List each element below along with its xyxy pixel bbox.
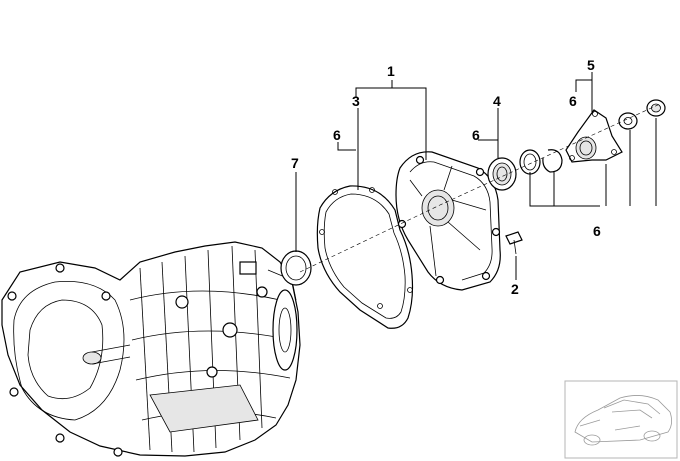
part-4-shaft-seal xyxy=(487,157,517,191)
callout-6-flange: 6 xyxy=(569,93,577,109)
part-3-gasket xyxy=(316,185,414,329)
leader-lines xyxy=(295,72,657,280)
callout-6-bottom: 6 xyxy=(593,223,601,239)
part-2-bolt xyxy=(505,231,523,255)
part-7-o-ring xyxy=(280,250,312,286)
transmission-assembly xyxy=(1,241,301,457)
callout-6-seal: 6 xyxy=(472,127,480,143)
callout-2: 2 xyxy=(511,281,519,297)
callout-3: 3 xyxy=(352,93,360,109)
callout-4: 4 xyxy=(493,93,501,109)
part-1-rear-cover xyxy=(395,151,501,291)
part-5-output-flange xyxy=(565,109,623,163)
vehicle-location-thumbnail xyxy=(564,380,678,459)
callout-1: 1 xyxy=(387,63,395,79)
callout-numbers: 1 3 6 4 6 5 6 7 2 6 xyxy=(291,57,601,297)
part-6-rings xyxy=(519,99,666,175)
callout-7: 7 xyxy=(291,155,299,171)
assembly-axis xyxy=(299,103,661,273)
callout-6-left: 6 xyxy=(333,127,341,143)
callout-5: 5 xyxy=(587,57,595,73)
